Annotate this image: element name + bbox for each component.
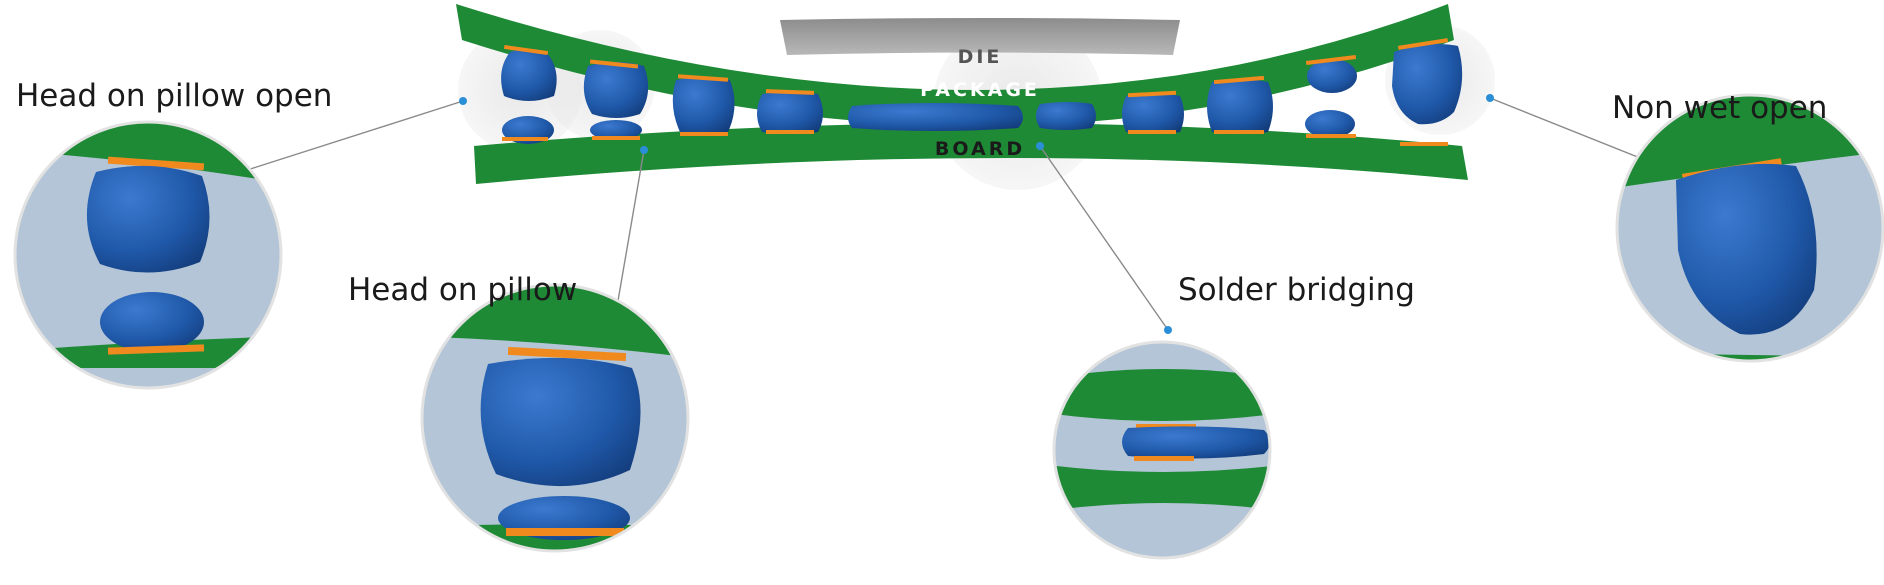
pads — [502, 38, 1449, 146]
solder-joint-row — [501, 44, 1463, 144]
solder-ball — [1307, 59, 1357, 93]
callout-head-on-pillow-open: Head on pillow open — [16, 78, 333, 114]
leader-line — [1489, 97, 1661, 167]
die-body — [780, 18, 1180, 55]
leader-line — [243, 100, 464, 172]
zoom-non-wet-open — [1615, 93, 1884, 363]
solder-ball — [1207, 79, 1273, 134]
solder-ball-nonwet — [1392, 44, 1463, 125]
board-label: BOARD — [935, 138, 1025, 160]
callout-non-wet-open: Non wet open — [1612, 90, 1828, 126]
solder-pillow — [590, 120, 642, 140]
warped-assembly: DIE PACKAGE BOARD — [456, 4, 1495, 190]
solder-ball — [757, 92, 823, 134]
solder-ball — [583, 62, 649, 118]
leader-lines — [243, 97, 1661, 331]
callout-head-on-pillow: Head on pillow — [348, 272, 578, 308]
solder-ball — [1122, 93, 1184, 134]
package-label: PACKAGE — [920, 79, 1040, 101]
leader-line — [613, 149, 645, 325]
leader-line — [1039, 145, 1169, 331]
solder-ball — [1036, 102, 1096, 130]
board-substrate — [474, 123, 1468, 184]
callout-solder-bridging: Solder bridging — [1178, 272, 1415, 308]
die-label: DIE — [958, 46, 1003, 68]
zoom-head-on-pillow — [420, 283, 690, 553]
solder-pillow — [1305, 110, 1355, 138]
zoom-solder-bridging — [1052, 340, 1272, 560]
solder-bridge — [848, 103, 1023, 131]
zoom-head-on-pillow-open — [13, 120, 283, 390]
solder-ball — [501, 49, 557, 101]
solder-ball — [672, 77, 735, 134]
